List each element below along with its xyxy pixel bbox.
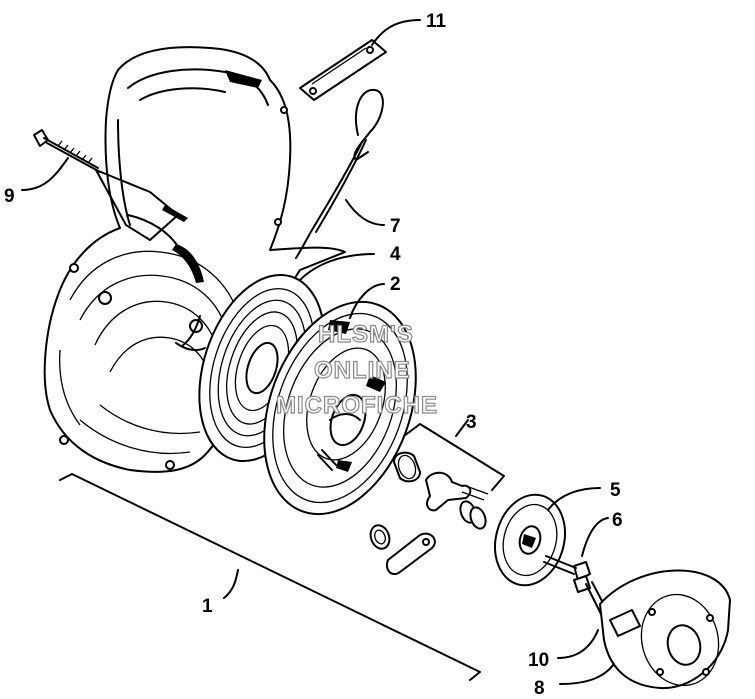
watermark-line-3: MICROFICHE [276, 392, 438, 419]
starter-cup-8 [599, 569, 731, 690]
leader-lines [21, 19, 615, 685]
callout-2: 2 [390, 274, 401, 295]
callout-6: 6 [612, 510, 623, 531]
part-1-bracket [59, 473, 481, 681]
bolt-9 [33, 129, 101, 173]
recoil-housing [43, 46, 346, 473]
callout-labels: 11 9 7 4 2 3 5 6 1 10 8 [4, 11, 623, 699]
rope-pulley-2 [263, 300, 417, 516]
callout-10: 10 [528, 650, 549, 671]
part-3-bracket [403, 423, 505, 491]
callout-3: 3 [466, 412, 477, 433]
callout-5: 5 [610, 480, 621, 501]
watermark: HLSM'S ONLINE MICROFICHE [275, 320, 438, 419]
watermark-line-1: HLSM'S [318, 321, 414, 348]
callout-4: 4 [390, 244, 401, 265]
callout-1: 1 [202, 596, 213, 617]
decal-plate-11 [299, 39, 387, 101]
callout-11: 11 [426, 11, 447, 32]
watermark-line-2: ONLINE [314, 357, 411, 384]
callout-8: 8 [534, 678, 545, 699]
cam-plate-5 [494, 493, 566, 587]
callout-9: 9 [4, 186, 15, 207]
starter-rope-7 [295, 88, 384, 259]
pawl-kit-3 [369, 451, 489, 576]
callout-7: 7 [390, 216, 401, 237]
